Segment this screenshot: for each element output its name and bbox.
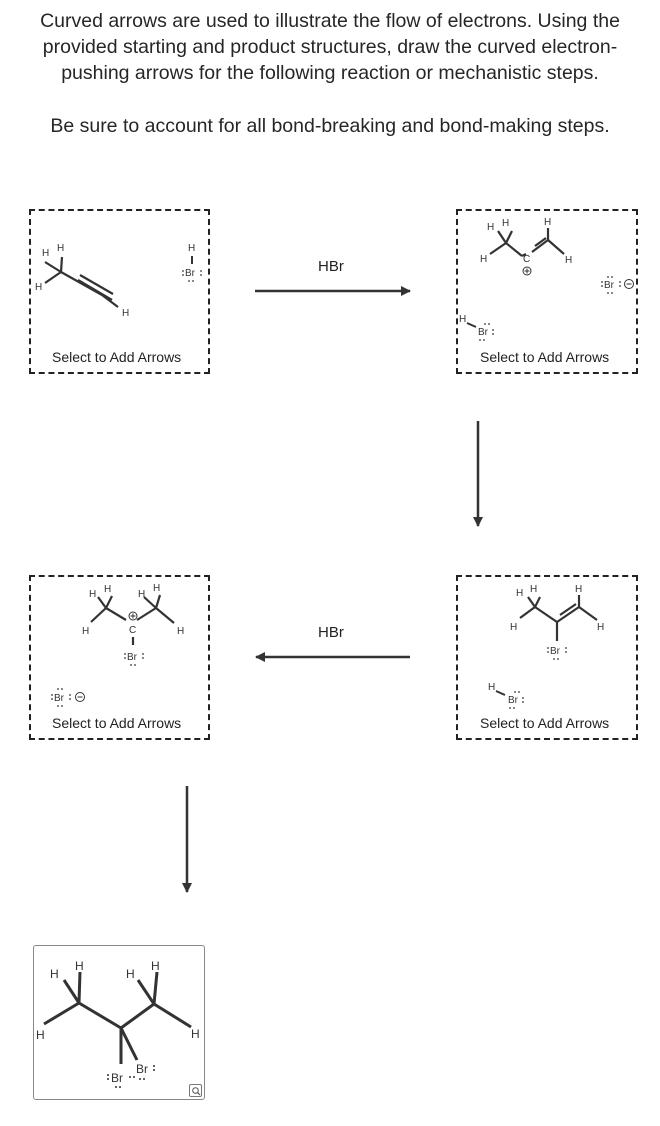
reagent-hbr-middle: HBr (318, 624, 344, 641)
step3-panel[interactable]: Select to Add Arrows (456, 575, 638, 740)
svg-text:H: H (188, 243, 195, 254)
instruction-line-3: pushing arrows for the following reactio… (61, 62, 599, 84)
atom-h: H (502, 218, 509, 229)
step3-add-arrows-label: Select to Add Arrows (480, 715, 610, 731)
instruction-line-1: Curved arrows are used to illustrate the… (40, 10, 620, 32)
atom-h: H (153, 583, 160, 594)
svg-text:H: H (459, 314, 466, 325)
svg-text:Br: Br (54, 693, 65, 704)
instruction-line-4: Be sure to account for all bond-breaking… (50, 115, 610, 137)
reagent-hbr-top: HBr (318, 258, 344, 275)
svg-text:Br: Br (111, 1071, 123, 1085)
step1-panel[interactable]: Select to Add Arrows (29, 209, 210, 374)
atom-h: H (57, 243, 64, 254)
atom-c: C (523, 254, 530, 265)
svg-text:H: H (488, 682, 495, 693)
bromine-substituent: Br (129, 1062, 155, 1080)
hbr-molecule-step2: H Br (459, 314, 494, 341)
bromo-carbocation-molecule (90, 594, 175, 645)
svg-text:Br: Br (127, 652, 138, 663)
final-product-panel (33, 945, 205, 1100)
bromide-anion-step4: Br (51, 688, 85, 707)
step4-add-arrows-label: Select to Add Arrows (52, 715, 182, 731)
minus-charge-icon (75, 692, 85, 702)
instruction-line-2: provided starting and product structures… (42, 36, 618, 58)
atom-h: H (177, 626, 184, 637)
vinyl-cation-molecule (489, 228, 565, 257)
hbr-molecule: H Br (182, 243, 202, 282)
bromine-substituent: Br (547, 646, 567, 660)
atom-c: C (129, 625, 136, 636)
atom-h: H (138, 589, 145, 600)
step2-panel[interactable]: Select to Add Arrows (456, 209, 638, 374)
plus-charge-icon (128, 611, 138, 621)
atom-h: H (530, 584, 537, 595)
step1-add-arrows-label: Select to Add Arrows (52, 349, 182, 365)
atom-h: H (35, 282, 42, 293)
minus-charge-icon (624, 279, 634, 289)
hbr-molecule-step3: H Br (488, 682, 524, 709)
atom-h: H (50, 967, 59, 981)
atom-h: H (122, 308, 129, 319)
zoom-icon[interactable] (189, 1084, 202, 1097)
svg-text:Br: Br (604, 280, 615, 291)
bromide-anion: Br (601, 276, 634, 294)
step4-panel[interactable]: Select to Add Arrows (29, 575, 210, 740)
svg-text:Br: Br (508, 695, 519, 706)
atom-h: H (480, 254, 487, 265)
dibromobutane-molecule (43, 971, 192, 1064)
plus-charge-icon (522, 266, 532, 276)
atom-h: H (104, 584, 111, 595)
atom-h: H (544, 217, 551, 228)
svg-text:Br: Br (550, 646, 561, 657)
bromine-substituent: Br (124, 652, 144, 666)
atom-h: H (36, 1028, 45, 1042)
vinyl-bromide-molecule (519, 595, 598, 641)
atom-h: H (565, 255, 572, 266)
atom-h: H (126, 967, 135, 981)
atom-h: H (82, 626, 89, 637)
atom-h: H (516, 588, 523, 599)
svg-text:Br: Br (478, 327, 489, 338)
bromine-substituent: Br (107, 1071, 123, 1088)
atom-h: H (597, 622, 604, 633)
propyne-molecule (44, 256, 119, 308)
svg-text:Br: Br (185, 268, 196, 279)
atom-h: H (510, 622, 517, 633)
atom-h: H (575, 584, 582, 595)
atom-h: H (487, 222, 494, 233)
step2-add-arrows-label: Select to Add Arrows (480, 349, 610, 365)
atom-h: H (89, 589, 96, 600)
atom-h: H (191, 1027, 200, 1041)
atom-h: H (42, 248, 49, 259)
svg-text:Br: Br (136, 1062, 148, 1076)
atom-h: H (151, 959, 160, 973)
atom-h: H (75, 959, 84, 973)
